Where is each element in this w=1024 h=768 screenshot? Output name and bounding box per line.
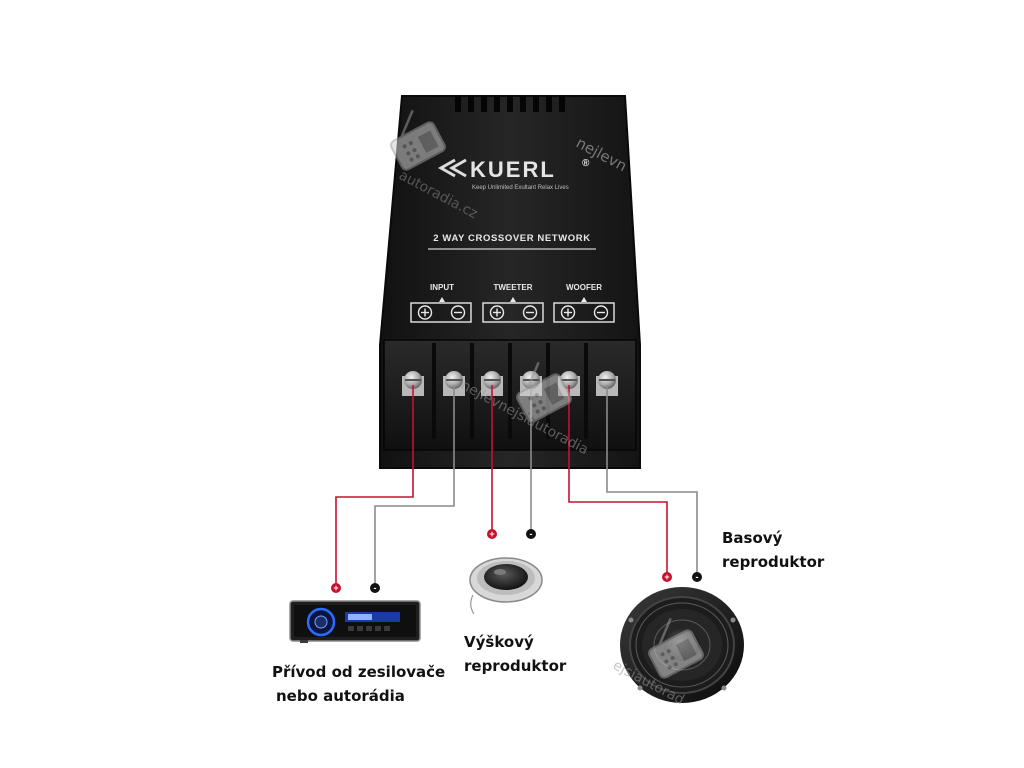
channel-label-input: INPUT: [430, 283, 454, 292]
tweeter-caption-line1: Výškový: [464, 630, 566, 654]
plus-sign: +: [664, 572, 669, 582]
brand-name: KUERL: [470, 157, 556, 182]
crossover-title: 2 WAY CROSSOVER NETWORK: [433, 233, 590, 244]
input-negative-marker: -: [370, 583, 380, 593]
brand-registered-mark: ®: [582, 158, 590, 169]
plus-sign: +: [333, 583, 338, 593]
tweeter-caption-line2: reproduktor: [464, 654, 566, 678]
brand-slogan: Keep Unlimited Exultant Relax Lives: [472, 185, 569, 191]
channel-label-tweeter: TWEETER: [493, 283, 532, 292]
minus-sign: -: [374, 583, 377, 593]
channel-label-woofer: WOOFER: [566, 283, 602, 292]
tweeter-negative-marker: -: [526, 529, 536, 539]
woofer-caption-line2: reproduktor: [722, 550, 824, 574]
car-radio-icon: [290, 601, 420, 643]
woofer-caption: Basový reproduktor: [722, 526, 824, 574]
source-caption-line1: Přívod od zesilovače: [272, 660, 445, 684]
woofer-negative-marker: -: [692, 572, 702, 582]
source-caption: Přívod od zesilovače nebo autorádia: [272, 660, 445, 708]
tweeter-positive-marker: +: [487, 529, 497, 539]
tweeter-caption: Výškový reproduktor: [464, 630, 566, 678]
input-positive-marker: +: [331, 583, 341, 593]
vent-grille: [455, 96, 565, 112]
minus-sign: -: [696, 572, 699, 582]
source-caption-line2: nebo autorádia: [272, 684, 445, 708]
woofer-caption-line1: Basový: [722, 526, 824, 550]
tweeter-speaker-icon: [470, 558, 542, 614]
woofer-positive-marker: +: [662, 572, 672, 582]
plus-sign: +: [489, 529, 494, 539]
minus-sign: -: [530, 529, 533, 539]
